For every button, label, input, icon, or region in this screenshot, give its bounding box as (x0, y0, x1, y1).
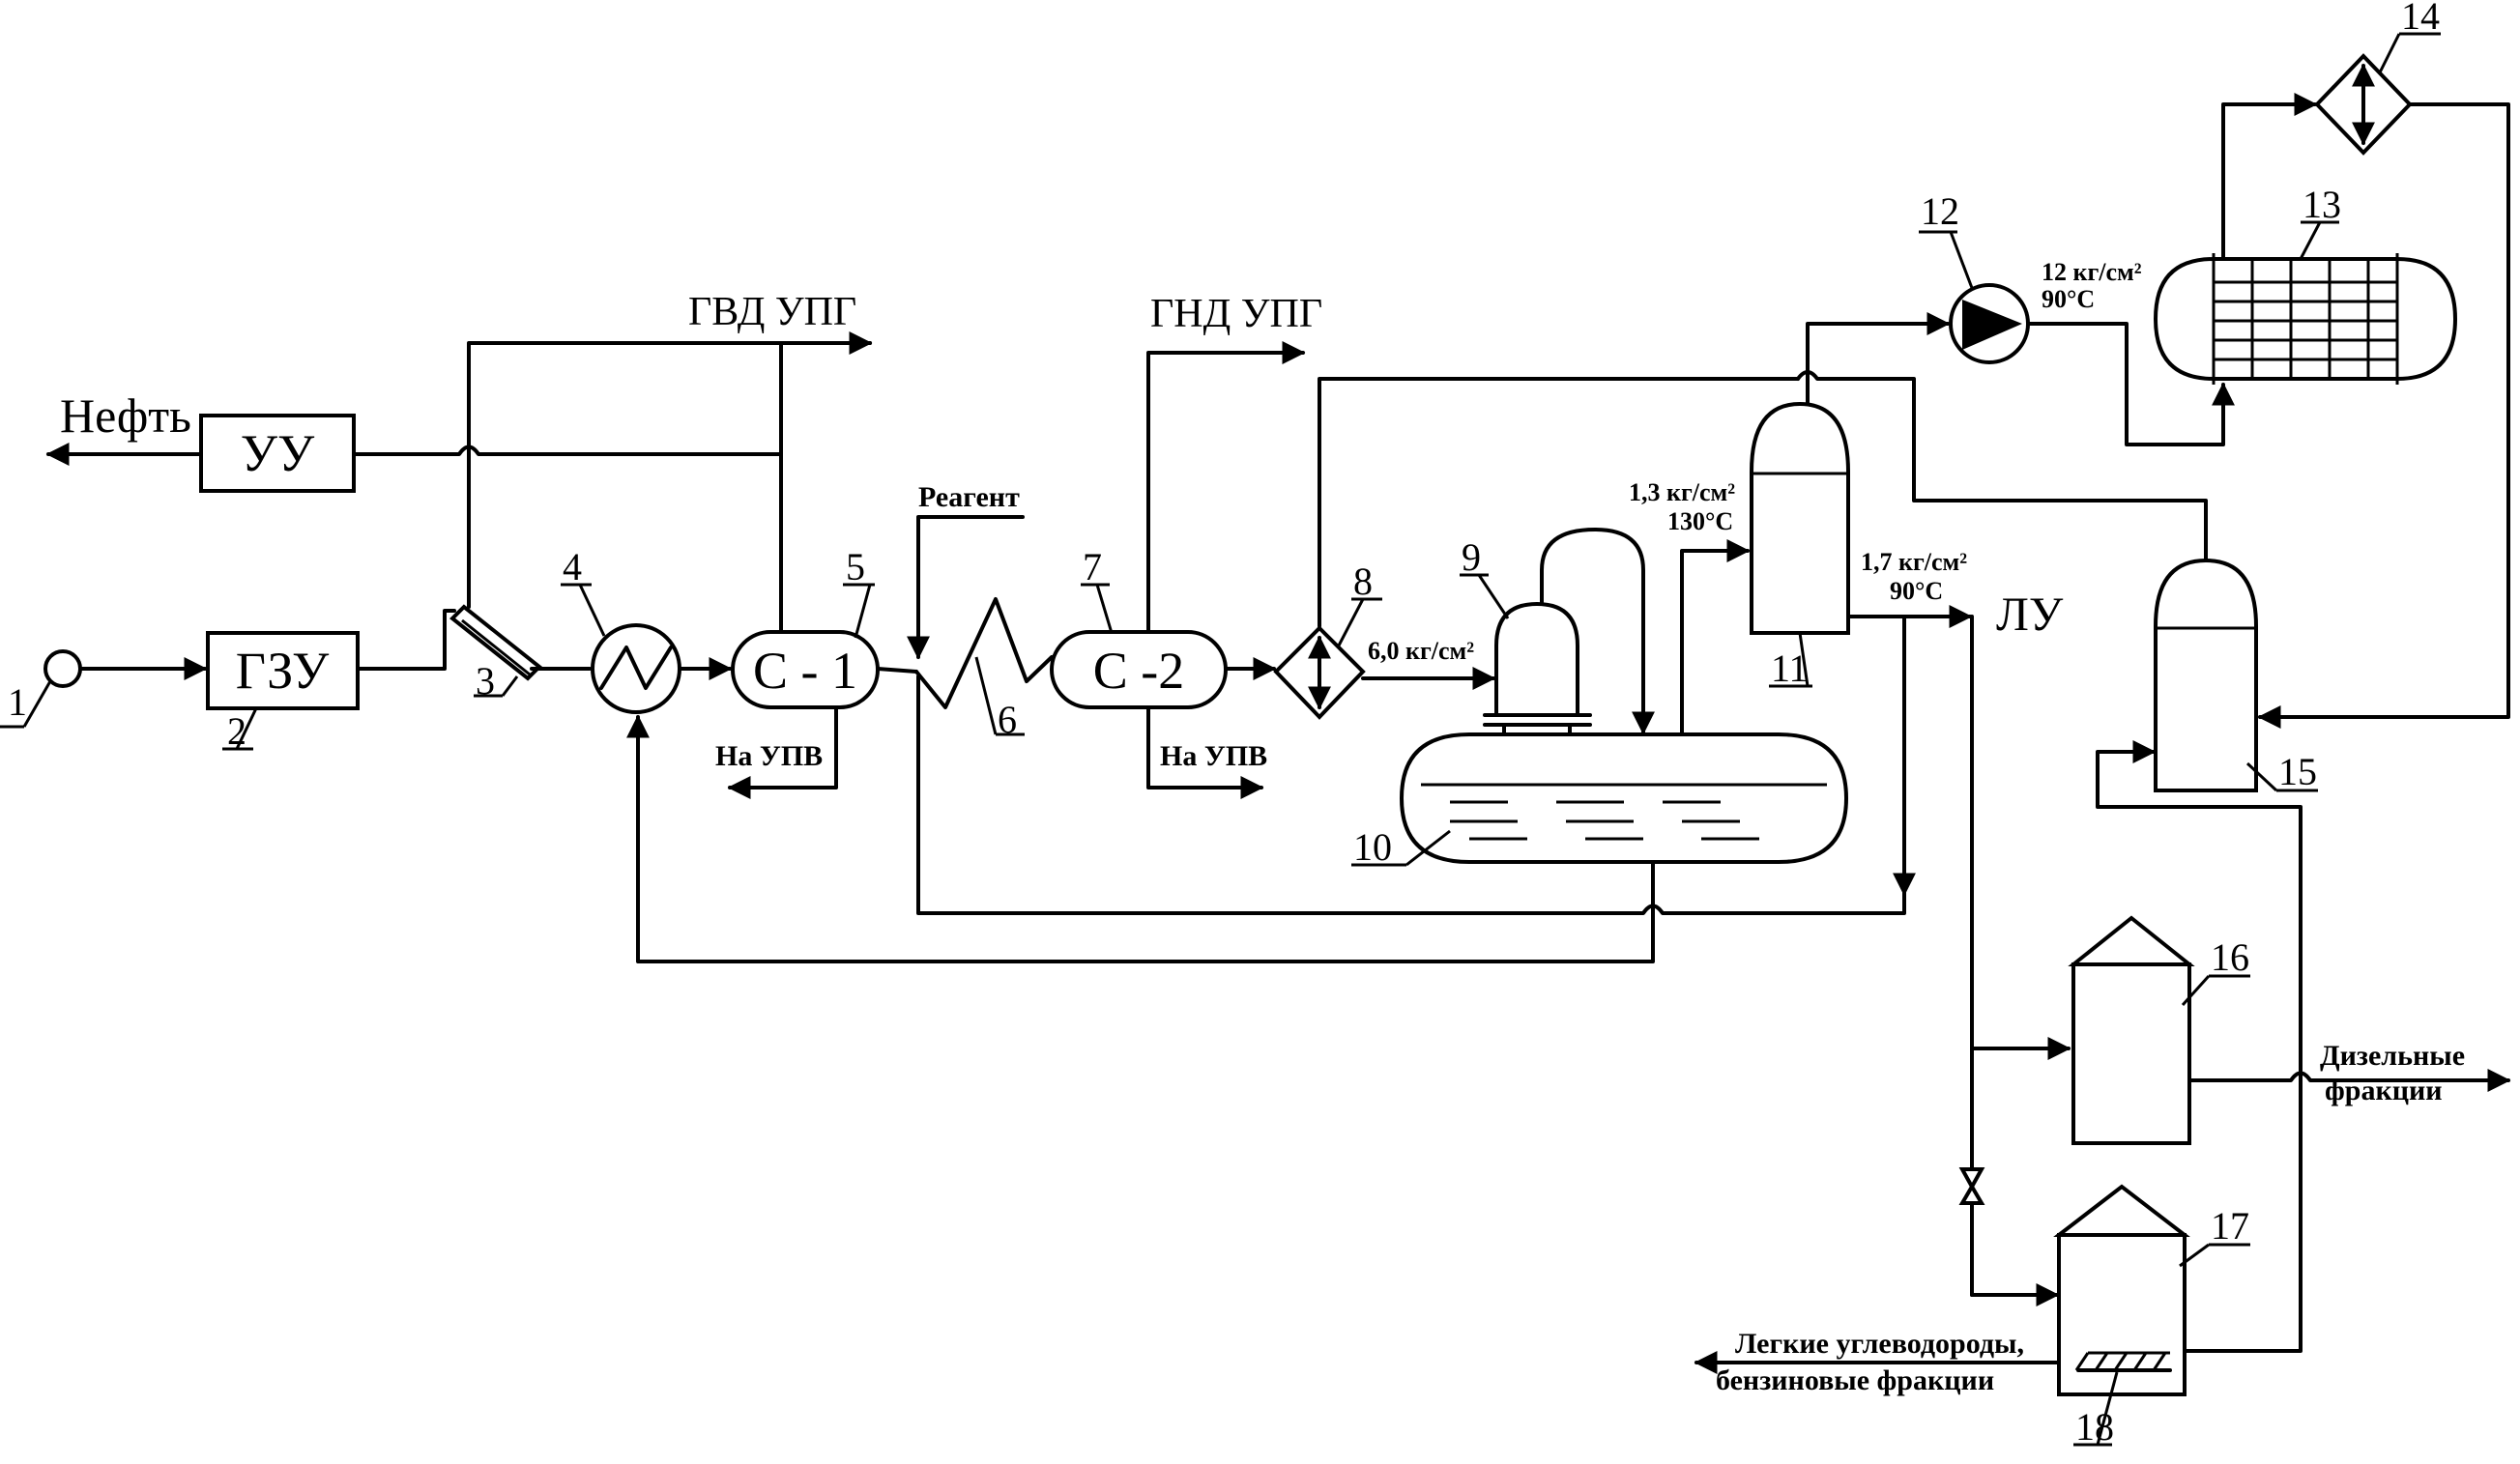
num-8: 8 (1353, 560, 1373, 603)
num-9: 9 (1462, 535, 1481, 579)
num-15: 15 (2278, 750, 2317, 793)
lu-label: ЛУ (1996, 587, 2064, 641)
num-10: 10 (1353, 825, 1392, 869)
callout-9: 9 (1460, 535, 1508, 618)
callout-8: 8 (1339, 560, 1382, 646)
callout-4: 4 (561, 545, 604, 636)
tank-17 (2059, 1187, 2185, 1394)
pressure-6-label: 6,0 кг/см² (1368, 637, 1474, 665)
pressure-13-label: 1,3 кг/см² (1629, 478, 1735, 506)
num-3: 3 (476, 659, 495, 703)
uu-unit: УУ (201, 416, 354, 491)
num-14: 14 (2401, 0, 2440, 38)
callout-7: 7 (1081, 545, 1112, 633)
num-11: 11 (1771, 646, 1809, 690)
num-6: 6 (998, 698, 1017, 741)
well-1-icon (45, 651, 80, 686)
pressure-12-label: 12 кг/см² (2042, 258, 2142, 286)
light-label-2: бензиновые фракции (1716, 1364, 1994, 1396)
callout-2: 2 (222, 708, 256, 753)
callout-17: 17 (2180, 1204, 2250, 1266)
c1-label: С - 1 (753, 642, 857, 700)
column-15 (2156, 560, 2256, 790)
separator-c2: С -2 (1052, 632, 1226, 707)
upv1-label: На УПВ (715, 740, 823, 772)
num-17: 17 (2211, 1204, 2249, 1248)
c2-label: С -2 (1093, 642, 1185, 700)
separator-c1: С - 1 (733, 632, 878, 707)
tank-10 (1402, 734, 1846, 862)
oil-label: Нефть (60, 388, 191, 443)
diesel-label-1: Дизельные (2320, 1040, 2465, 1072)
upv2-label: На УПВ (1160, 740, 1267, 772)
diesel-label-2: фракции (2325, 1075, 2443, 1106)
callout-1: 1 (0, 680, 50, 727)
uu-label: УУ (241, 424, 315, 482)
light-label-1: Легкие углеводороды, (1735, 1328, 2024, 1360)
num-5: 5 (846, 545, 865, 588)
num-4: 4 (563, 545, 582, 588)
column-11 (1752, 404, 1848, 633)
num-18: 18 (2075, 1405, 2114, 1449)
column-9 (1485, 530, 1643, 747)
callout-16: 16 (2183, 935, 2250, 1005)
temp-130-label: 130°C (1667, 507, 1733, 535)
heater-3 (452, 607, 539, 678)
callout-5: 5 (843, 545, 875, 638)
heat-exchanger-4 (593, 625, 680, 712)
num-16: 16 (2211, 935, 2249, 979)
num-1: 1 (8, 680, 27, 724)
callout-12: 12 (1919, 189, 1972, 288)
num-13: 13 (2303, 183, 2341, 226)
gzu-unit: ГЗУ (208, 633, 358, 708)
callout-6: 6 (976, 657, 1025, 741)
gzu-label: ГЗУ (236, 642, 330, 700)
temp-90b-label: 90°C (2042, 285, 2095, 313)
num-7: 7 (1083, 545, 1102, 588)
pump-12 (1951, 285, 2028, 362)
pressure-17-label: 1,7 кг/см² (1861, 548, 1967, 576)
num-12: 12 (1921, 189, 1959, 233)
reagent-label: Реагент (918, 481, 1020, 513)
filter-14 (2317, 56, 2410, 153)
tank-16 (2073, 918, 2189, 1143)
callout-14: 14 (2380, 0, 2441, 72)
gvd-label: ГВД УПГ (688, 290, 856, 334)
gnd-label: ГНД УПГ (1150, 292, 1322, 336)
callout-13: 13 (2301, 183, 2341, 259)
num-2: 2 (227, 709, 246, 753)
callout-11: 11 (1769, 633, 1812, 690)
filter-8 (1276, 628, 1363, 717)
temp-90-label: 90°C (1890, 577, 1943, 605)
heat-exchanger-13 (2156, 253, 2455, 385)
